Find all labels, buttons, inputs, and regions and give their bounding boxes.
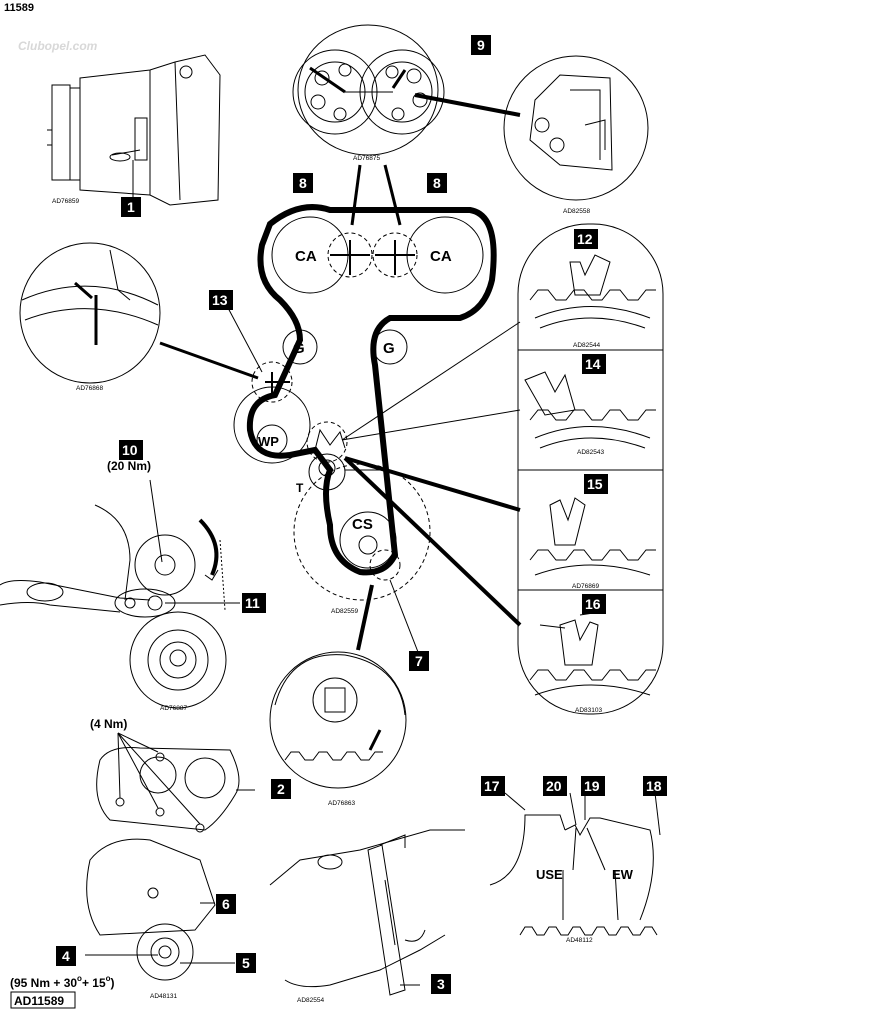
callout-4: 4 <box>56 946 76 966</box>
ref-wear-scale: AD48112 <box>566 937 593 944</box>
wheel-ca-right: CA <box>430 248 452 265</box>
svg-text:4: 4 <box>62 948 70 964</box>
callout-5: 5 <box>236 953 256 973</box>
svg-text:3: 3 <box>437 976 445 992</box>
watermark-text: Clubopel.com <box>18 39 98 53</box>
svg-text:6: 6 <box>222 896 230 912</box>
ref-cam-lock: AD82558 <box>563 208 590 215</box>
svg-text:12: 12 <box>577 231 593 247</box>
callout-11: 11 <box>242 593 266 613</box>
belt-drive: CA CA G G WP T CS AD82559 <box>159 204 522 653</box>
callout-7: 7 <box>409 651 429 671</box>
wheel-g-right: G <box>383 340 395 357</box>
svg-text:20: 20 <box>546 778 562 794</box>
svg-text:11: 11 <box>245 595 260 611</box>
crank-tool-detail: AD82554 <box>269 829 465 1004</box>
ref-cover: AD48131 <box>150 993 177 1000</box>
callout-17: 17 <box>481 776 505 796</box>
svg-text:1: 1 <box>127 199 135 215</box>
callout-10: 10 <box>119 440 143 460</box>
callout-3: 3 <box>431 974 451 994</box>
callout-13: 13 <box>209 290 233 310</box>
svg-text:2: 2 <box>277 781 285 797</box>
callout-12: 12 <box>574 229 598 249</box>
wheel-ca-left: CA <box>295 248 317 265</box>
callout-8-right: 8 <box>427 173 447 193</box>
svg-text:10: 10 <box>122 442 138 458</box>
svg-text:8: 8 <box>433 175 441 191</box>
tensioner-adjust-detail: AD76887 <box>0 479 240 712</box>
svg-text:19: 19 <box>584 778 600 794</box>
ref-belt-drive-center: AD82559 <box>331 608 358 615</box>
wheel-cs: CS <box>352 516 373 533</box>
svg-text:7: 7 <box>415 653 423 669</box>
svg-text:14: 14 <box>585 356 601 372</box>
ref-pointer-14: AD82543 <box>577 449 604 456</box>
callout-9: 9 <box>471 35 491 55</box>
ref-tensioner-tool: AD76859 <box>52 198 79 205</box>
crank-gear-detail: AD76863 <box>269 651 407 807</box>
torque-cover: (4 Nm) <box>90 717 127 731</box>
wheel-wp: WP <box>258 434 279 449</box>
callout-8-left: 8 <box>293 173 313 193</box>
callout-15: 15 <box>584 474 608 494</box>
svg-text:9: 9 <box>477 37 485 53</box>
callout-18: 18 <box>643 776 667 796</box>
figure-code: AD11589 <box>14 994 64 1008</box>
ref-tensioner-mark: AD76868 <box>76 385 103 392</box>
wear-scale-used: USE <box>536 867 563 882</box>
svg-text:17: 17 <box>484 778 500 794</box>
ref-pointer-15: AD76869 <box>572 583 599 590</box>
cover-detail: AD48131 <box>85 732 255 1000</box>
wheel-g-left: G <box>293 340 305 357</box>
callout-16: 16 <box>582 594 606 614</box>
callout-20: 20 <box>543 776 567 796</box>
cam-gears-detail: AD76875 <box>292 24 521 226</box>
ref-crank-tool: AD82554 <box>297 997 324 1004</box>
torque-tensioner: (20 Nm) <box>107 459 151 473</box>
ref-cam-gears: AD76875 <box>353 155 380 162</box>
callout-6: 6 <box>216 894 236 914</box>
sheet-id: 11589 <box>4 2 34 14</box>
callout-2: 2 <box>271 779 291 799</box>
ref-pointer-16: AD83103 <box>575 707 602 714</box>
ref-crank-gear: AD76863 <box>328 800 355 807</box>
torque-crank-bolt: (95 Nm + 30o+ 15o) <box>10 974 115 990</box>
svg-text:5: 5 <box>242 955 250 971</box>
svg-text:18: 18 <box>646 778 662 794</box>
ref-tensioner-adjust: AD76887 <box>160 705 187 712</box>
ref-pointer-12: AD82544 <box>573 342 600 349</box>
callout-19: 19 <box>581 776 605 796</box>
tensioner-tool-panel: AD76859 <box>47 54 221 206</box>
callout-14: 14 <box>582 354 606 374</box>
svg-text:13: 13 <box>212 292 228 308</box>
cam-lock-detail: AD82558 <box>503 55 649 215</box>
tensioner-mark-detail: AD76868 <box>19 242 161 392</box>
wear-scale-detail: USE EW AD48112 <box>489 792 661 944</box>
svg-text:16: 16 <box>585 596 601 612</box>
pointer-details-panel: AD82544 AD82543 AD76869 AD83103 <box>517 223 664 715</box>
svg-text:15: 15 <box>587 476 603 492</box>
wheel-t: T <box>296 481 304 495</box>
callout-1: 1 <box>121 197 141 217</box>
svg-text:8: 8 <box>299 175 307 191</box>
wear-scale-new: EW <box>612 867 634 882</box>
